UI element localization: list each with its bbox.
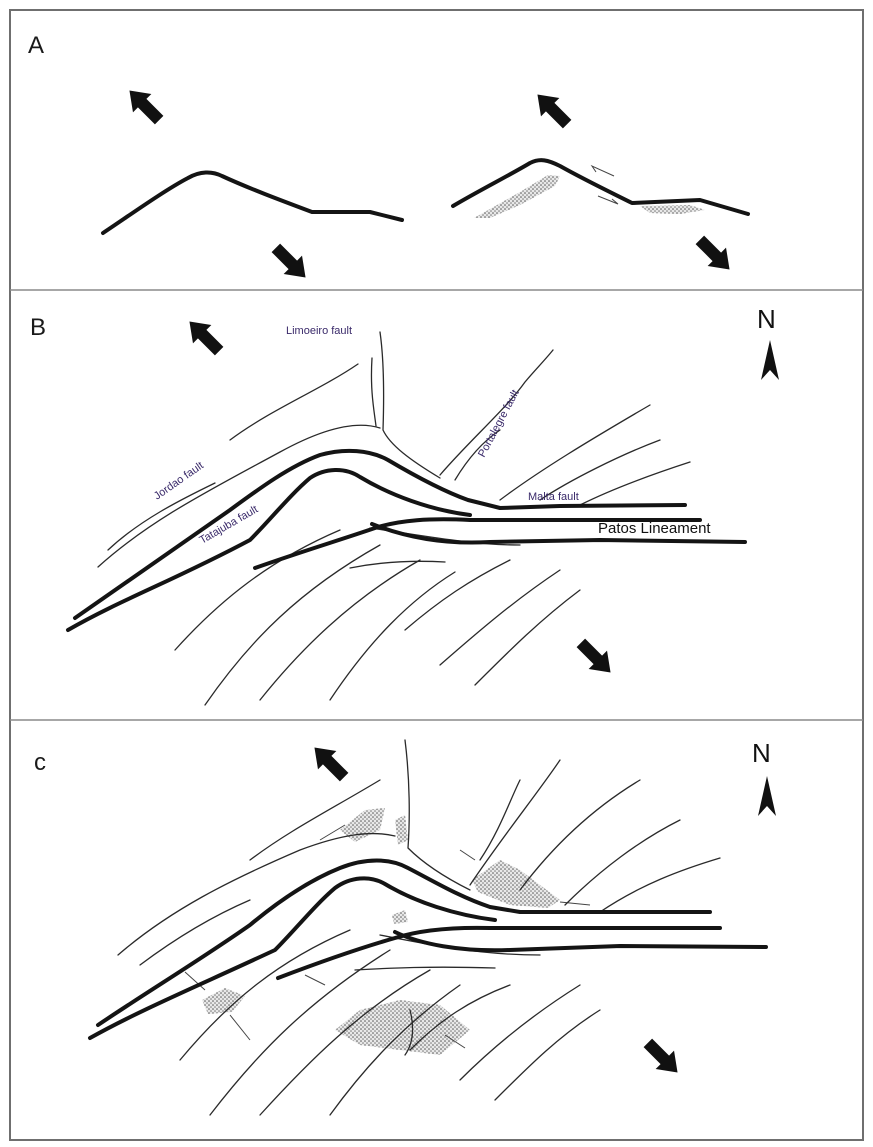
panel-a-right-basin <box>640 205 705 214</box>
panel-a-right-sediment <box>474 175 560 218</box>
panel-c-basin-3 <box>472 860 560 908</box>
panel-c-ne-fault-1 <box>470 760 560 885</box>
panel-c-basin-5 <box>202 988 245 1014</box>
panel-b-north-label: N <box>757 304 776 334</box>
panel-c-limoeiro-trace <box>405 740 470 890</box>
panel-b-sw-fault-4 <box>330 572 455 700</box>
panel-c-ne-fault-4 <box>600 858 720 912</box>
panel-b-malta-label: Malta fault <box>528 491 579 503</box>
panel-c-sw-fault-1 <box>180 930 350 1060</box>
panel-b-limoeiro-inner <box>371 358 376 426</box>
north-arrow-icon-c <box>758 776 776 816</box>
panel-c-arrow-se <box>639 1034 687 1082</box>
panel-c-ext-arrow-5 <box>230 1015 250 1040</box>
panel-b-sw-fault-8 <box>350 561 445 568</box>
panel-a-label: A <box>28 32 44 59</box>
panel-a: A <box>28 32 748 287</box>
panel-c-ne-fault-5 <box>480 780 520 860</box>
panel-c-basin-6 <box>392 910 408 924</box>
panel-a-shear-arrow-bottom <box>598 196 618 204</box>
panel-b-tatajuba-fault <box>75 451 685 618</box>
panel-b-portalegre-trace <box>440 350 553 475</box>
panel-b-patos-label: Patos Lineament <box>598 520 711 537</box>
panel-b: B N <box>30 304 779 705</box>
panel-b-north-arrow: N <box>757 304 779 380</box>
panel-c-ext-arrow-2 <box>460 850 475 860</box>
panel-b-arrow-se <box>572 634 620 682</box>
panel-b-sw-fault-6 <box>440 570 560 665</box>
panel-c-basin-4 <box>335 1000 470 1055</box>
panel-b-jordao-label: Jordao fault <box>152 460 206 503</box>
panel-c-ext-arrow-3 <box>560 902 590 905</box>
panel-b-limoeiro-label: Limoeiro fault <box>286 325 352 337</box>
panel-b-limoeiro-trace <box>380 332 440 478</box>
panel-c-ne-fault-3 <box>565 820 680 905</box>
panel-c-north-arrow: N <box>752 738 776 816</box>
panel-b-sw-fault-2 <box>205 545 380 705</box>
panel-b-ne-fault-1 <box>500 405 650 500</box>
panel-c-label: c <box>34 749 46 776</box>
panel-c-north-label: N <box>752 738 771 768</box>
panel-a-arrow-se-right <box>691 231 739 279</box>
panel-b-label: B <box>30 314 46 341</box>
panel-b-sw-fault-7 <box>475 590 580 685</box>
panel-a-left-profile <box>103 172 402 233</box>
north-arrow-icon <box>761 340 779 380</box>
panel-c-arrow-nw <box>305 738 353 786</box>
panel-c-sw-fault-8 <box>355 967 495 970</box>
panel-b-arrow-nw <box>180 312 228 360</box>
panel-c-basin-2 <box>395 815 408 845</box>
panel-c-sw-fault-7 <box>495 1010 600 1100</box>
panel-a-arrow-nw-right <box>528 85 576 133</box>
panel-b-portalegre-label: Portalegre fault <box>476 388 522 460</box>
panel-c: c N <box>34 738 776 1115</box>
panel-c-ne-fault-2 <box>520 780 640 890</box>
panel-a-arrow-se-left <box>267 239 315 287</box>
panel-c-tatajuba-fault <box>98 861 710 1026</box>
panel-c-nw-fault-3 <box>140 900 250 965</box>
panel-b-nw-fault-1 <box>230 364 358 440</box>
panel-a-shear-arrow-top <box>592 166 614 176</box>
panel-c-nw-fault-1 <box>118 834 395 955</box>
panel-c-patos-lineament-south <box>395 932 766 950</box>
panel-a-arrow-nw-left <box>120 81 168 129</box>
panel-b-sw-fault-3 <box>260 560 420 700</box>
panel-c-ext-arrow-6 <box>305 975 325 985</box>
